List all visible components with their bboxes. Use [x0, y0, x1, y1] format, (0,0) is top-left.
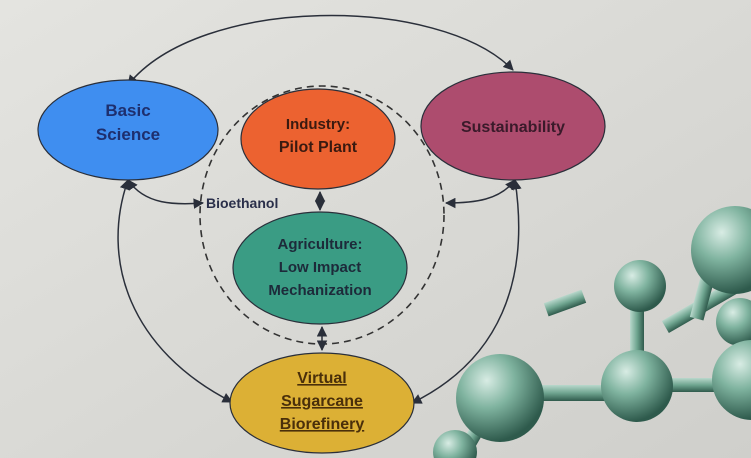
agriculture-label-line-2: Low Impact: [279, 259, 362, 276]
molecule-illustration: [433, 206, 751, 458]
industry-label-line-2: Pilot Plant: [279, 139, 358, 156]
node-sustainability: Sustainability: [420, 71, 606, 181]
connectors: [117, 14, 522, 404]
industry-label-line-1: Industry:: [286, 116, 350, 133]
agriculture-label-line-1: Agriculture:: [277, 236, 362, 253]
biorefinery-label-line-2: Sugarcane: [281, 393, 363, 410]
bioethanol-label: Bioethanol: [206, 195, 278, 211]
biorefinery-label-line-1: Virtual: [297, 370, 347, 387]
node-basic-science: Basic Science: [37, 79, 219, 181]
basic-science-label-line-2: Science: [96, 125, 160, 144]
node-agriculture: Agriculture: Low Impact Mechanization: [232, 211, 408, 325]
node-industry: Industry: Pilot Plant: [240, 88, 396, 190]
arrow-basic-science-biorefinery: [117, 179, 233, 403]
agriculture-label-line-3: Mechanization: [268, 282, 371, 299]
biorefinery-label-line-3: Biorefinery: [280, 416, 365, 433]
basic-science-label-line-1: Basic: [105, 101, 150, 120]
arrow-sustainability-biorefinery: [411, 178, 522, 404]
sustainability-label: Sustainability: [461, 119, 565, 136]
arrow-basic-science-sustainability: [127, 14, 514, 86]
node-biorefinery: Virtual Sugarcane Biorefinery: [229, 352, 415, 454]
